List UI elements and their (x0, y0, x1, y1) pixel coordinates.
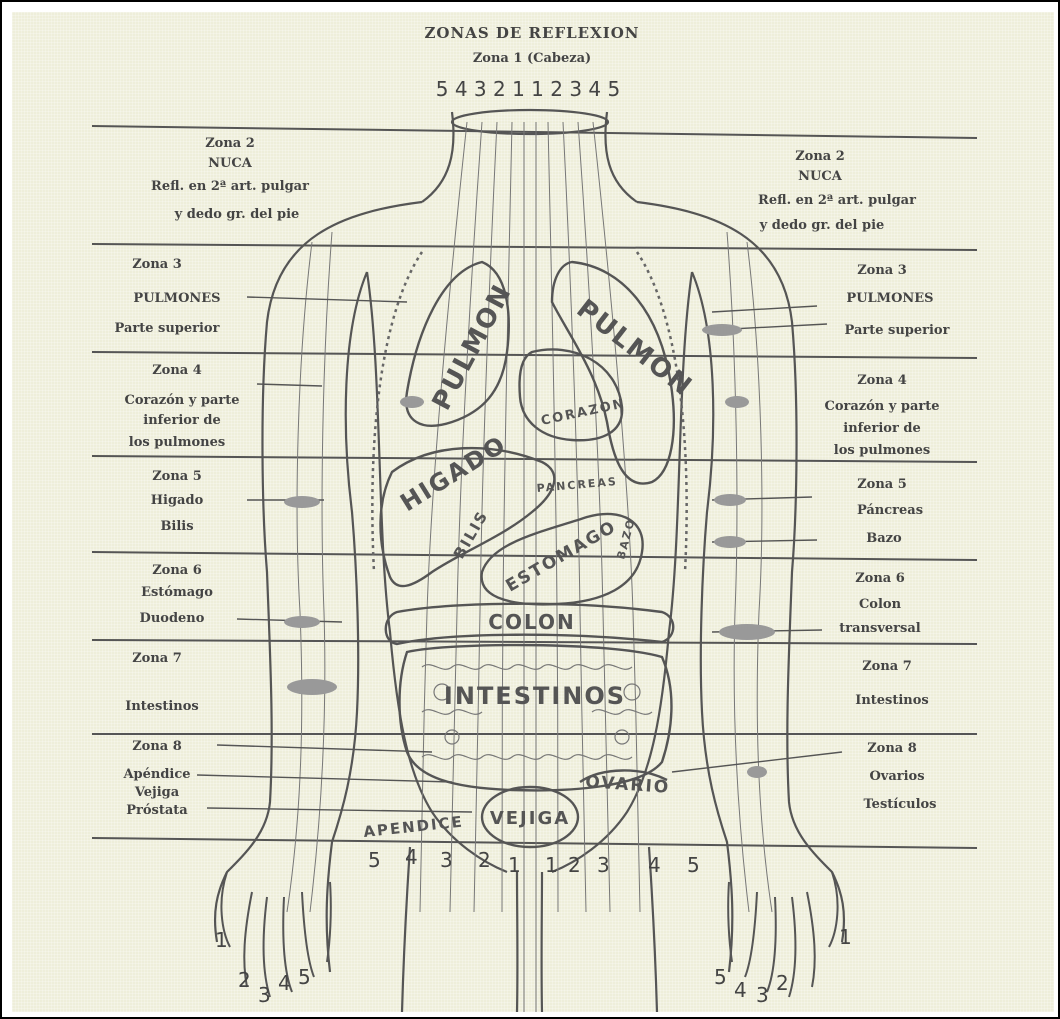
left-zone2-organ: NUCA (208, 156, 253, 171)
intestine-coils (422, 665, 652, 760)
left-finger-number: 4 (278, 971, 291, 995)
left-zone3-title: Zona 3 (132, 257, 182, 272)
left-zone4-line1: Corazón y parte (124, 393, 239, 408)
organ-bilis: BILIS (450, 507, 492, 562)
right-zone2-organ: NUCA (798, 169, 843, 184)
bottom-number: 2 (568, 853, 581, 877)
right-zone8-testicles: Testículos (863, 797, 936, 812)
left-finger-number: 2 (238, 968, 251, 992)
left-zone4-line3: los pulmones (129, 435, 225, 450)
right-zone7-title: Zona 7 (862, 659, 912, 674)
right-zone2-title: Zona 2 (795, 149, 845, 164)
reflex-zones-chart: ZONAS DE REFLEXION Zona 1 (Cabeza) 5 4 3… (12, 12, 1054, 1012)
right-finger-number: 4 (734, 978, 747, 1002)
bottom-number: 5 (687, 853, 700, 877)
left-zone6-duodenum: Duodeno (140, 611, 205, 626)
left-zone3-part: Parte superior (115, 321, 220, 336)
left-zone8-appendix: Apéndice (122, 767, 190, 782)
organ-higado: HIGADO (395, 430, 511, 517)
right-zone4-title: Zona 4 (857, 373, 907, 388)
right-zone3-organ: PULMONES (846, 291, 933, 306)
right-zone3-title: Zona 3 (857, 263, 907, 278)
organ-colon: COLON (488, 610, 575, 634)
organ-intestinos: INTESTINOS (444, 682, 626, 710)
top-zone-numbers: 5 4 3 2 1 1 2 3 4 5 (436, 77, 620, 101)
right-finger-number: 2 (776, 971, 789, 995)
left-finger-number: 5 (298, 965, 311, 989)
right-zone7-organ: Intestinos (855, 693, 929, 708)
rib-cage-dashes (372, 252, 686, 572)
zone-line-6 (92, 640, 977, 644)
zone-line-5 (92, 552, 977, 560)
organ-pulmon-left: PULMON (427, 279, 519, 415)
zone-line-3 (92, 352, 977, 358)
bottom-number: 5 (368, 848, 381, 872)
right-zone5-pancreas: Páncreas (857, 503, 923, 518)
left-finger-number: 3 (258, 983, 271, 1007)
bottom-number: 3 (440, 848, 453, 872)
left-zone6-title: Zona 6 (152, 563, 202, 578)
left-zone2-note1: Refl. en 2ª art. pulgar (151, 179, 309, 194)
diagram-title: ZONAS DE REFLEXION (424, 24, 639, 42)
bottom-number: 3 (597, 853, 610, 877)
left-zone4-title: Zona 4 (152, 363, 202, 378)
bottom-number: 4 (405, 845, 418, 869)
left-zone5-organ: Higado (151, 493, 204, 508)
organ-vejiga: VEJIGA (490, 808, 570, 829)
intestines (400, 645, 672, 790)
left-zone7-organ: Intestinos (125, 699, 199, 714)
left-zone5-bile: Bilis (160, 519, 193, 534)
bottom-number: 4 (648, 853, 661, 877)
left-zone5-title: Zona 5 (152, 469, 202, 484)
left-zone4-line2: inferior de (143, 413, 220, 428)
left-zone8-title: Zona 8 (132, 739, 182, 754)
right-zone8-title: Zona 8 (867, 741, 917, 756)
left-zone2-title: Zona 2 (205, 136, 255, 151)
right-zone6-colon: Colon (859, 597, 902, 612)
left-zone7-title: Zona 7 (132, 651, 182, 666)
organ-pulmon-right: PULMON (571, 294, 699, 403)
right-zone4-line2: inferior de (843, 421, 920, 436)
right-zone8-ovaries: Ovarios (869, 769, 924, 784)
bottom-number: 2 (478, 848, 491, 872)
right-zone2-note1: Refl. en 2ª art. pulgar (758, 193, 916, 208)
left-zone3-organ: PULMONES (133, 291, 220, 306)
right-zone4-line1: Corazón y parte (824, 399, 939, 414)
left-zone6-stomach: Estómago (141, 585, 213, 600)
right-zone2-note2: y dedo gr. del pie (759, 218, 885, 233)
zone-line-2 (92, 244, 977, 250)
left-zone2-note2: y dedo gr. del pie (174, 207, 300, 222)
right-zone6-title: Zona 6 (855, 571, 905, 586)
bottom-number: 1 (545, 853, 558, 877)
left-zone8-bladder: Vejiga (134, 785, 180, 800)
right-zone4-line3: los pulmones (834, 443, 930, 458)
right-finger-number: 1 (839, 925, 852, 949)
left-finger-number: 1 (215, 928, 228, 952)
zone-lines (92, 126, 977, 848)
right-zone3-part: Parte superior (845, 323, 950, 338)
body-diagram: ZONAS DE REFLEXION Zona 1 (Cabeza) 5 4 3… (12, 12, 1054, 1012)
right-hand-numbers: 5 4 3 2 1 (714, 925, 852, 1007)
organ-bazo: BAZO (614, 517, 637, 561)
bottom-number: 1 (508, 853, 521, 877)
right-zone5-spleen: Bazo (866, 531, 902, 546)
right-finger-number: 3 (756, 983, 769, 1007)
left-labels: Zona 2 NUCA Refl. en 2ª art. pulgar y de… (115, 136, 310, 818)
left-zone8-prostate: Próstata (126, 803, 188, 818)
organ-corazon: CORAZON (540, 396, 627, 429)
organ-apendice: APENDICE (363, 813, 465, 841)
right-finger-number: 5 (714, 965, 727, 989)
right-zone5-title: Zona 5 (857, 477, 907, 492)
diagram-subtitle: Zona 1 (Cabeza) (473, 51, 591, 66)
right-zone6-transverse: transversal (839, 621, 920, 636)
